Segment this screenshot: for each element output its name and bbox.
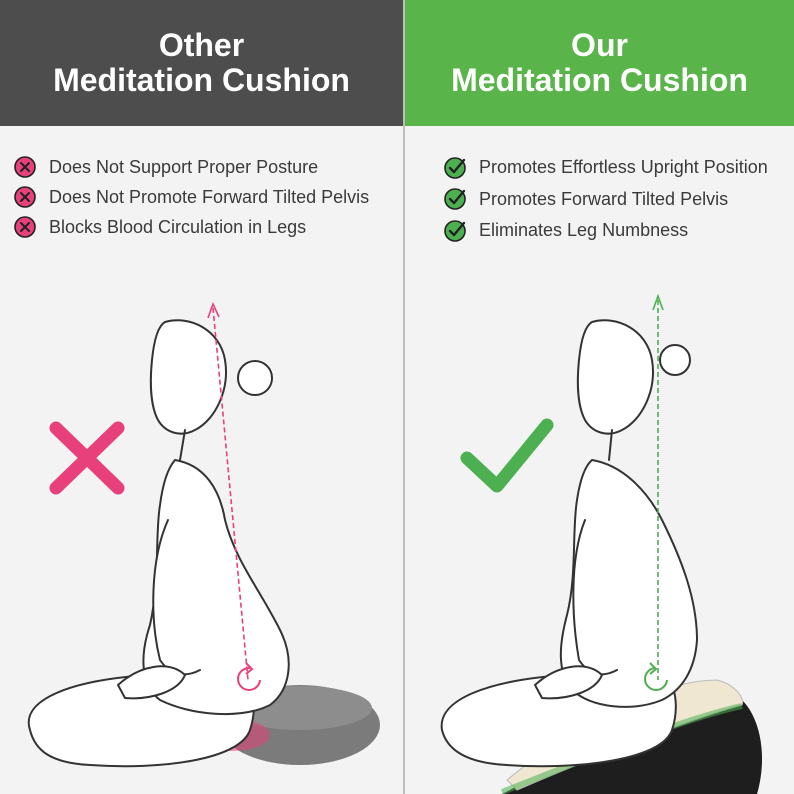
right-title-line1: Our	[571, 27, 628, 63]
left-drawbacks-list: Does Not Support Proper Posture Does Not…	[14, 152, 369, 242]
check-circle-icon	[444, 219, 466, 242]
posture-arrow	[207, 301, 261, 691]
list-item: Eliminates Leg Numbness	[444, 215, 768, 247]
posture-arrow	[644, 293, 668, 691]
seated-figure	[440, 319, 698, 768]
list-item-label: Promotes Forward Tilted Pelvis	[479, 188, 729, 209]
list-item-label: Promotes Effortless Upright Position	[479, 157, 768, 178]
x-circle-icon	[14, 216, 36, 238]
list-item: Promotes Forward Tilted Pelvis	[444, 184, 768, 216]
list-item: Promotes Effortless Upright Position	[444, 152, 768, 184]
right-benefits-list: Promotes Effortless Upright Position Pro…	[444, 152, 768, 247]
list-item: Blocks Blood Circulation in Legs	[14, 212, 369, 242]
list-item-label: Does Not Support Proper Posture	[49, 156, 319, 177]
right-illustration	[440, 293, 762, 794]
left-panel: Other Meditation Cushion Does Not Suppor…	[0, 0, 403, 768]
list-item-label: Eliminates Leg Numbness	[479, 220, 689, 241]
right-panel: Our Meditation Cushion Promotes Effortle…	[397, 0, 794, 794]
list-item-label: Does Not Promote Forward Tilted Pelvis	[49, 186, 370, 207]
check-circle-icon	[444, 156, 466, 179]
left-title-line2: Meditation Cushion	[53, 62, 350, 98]
left-title-line1: Other	[158, 27, 245, 63]
panel-divider	[403, 0, 405, 794]
x-circle-icon	[14, 186, 36, 208]
left-header: Other Meditation Cushion	[0, 0, 403, 126]
x-circle-icon	[14, 156, 36, 178]
check-circle-icon	[444, 188, 466, 211]
list-item: Does Not Support Proper Posture	[14, 152, 369, 182]
list-item: Does Not Promote Forward Tilted Pelvis	[14, 182, 369, 212]
large-x-mark-icon	[49, 421, 125, 495]
left-illustration	[27, 301, 380, 768]
right-title-line2: Meditation Cushion	[451, 62, 748, 98]
list-item-label: Blocks Blood Circulation in Legs	[49, 216, 307, 237]
right-header: Our Meditation Cushion	[405, 0, 794, 126]
large-check-mark-icon	[460, 418, 554, 493]
seated-figure	[27, 319, 290, 768]
